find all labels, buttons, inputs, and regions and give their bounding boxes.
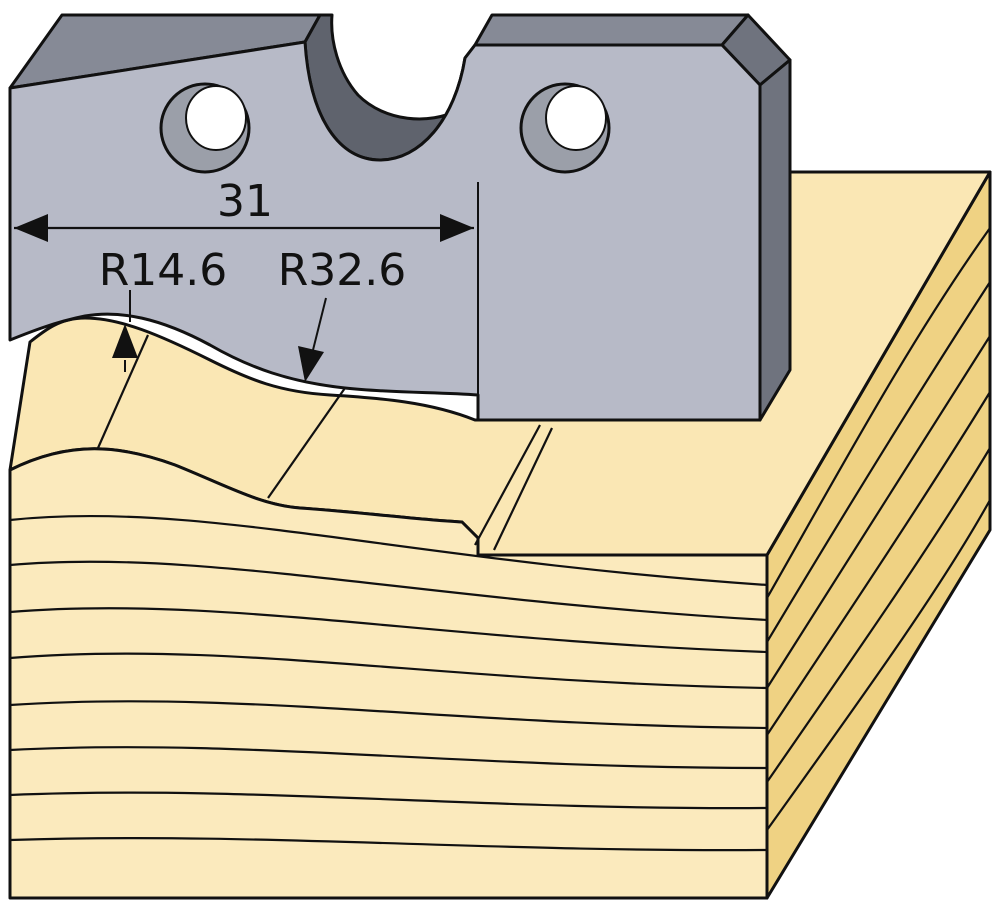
mounting-hole-left (159, 82, 251, 174)
wood-grain-side (766, 227, 991, 831)
wood-profile-edges (96, 334, 553, 551)
width-arrow-right (440, 214, 474, 242)
dimension-annotations: 31 R14.6 R32.6 (14, 176, 474, 382)
wood-front-face (8, 447, 769, 900)
width-dimension-label: 31 (217, 176, 273, 227)
width-arrow-left (14, 214, 48, 242)
blade-side-thickness (758, 58, 792, 422)
blade-top-bevel-right (473, 13, 750, 47)
profile-blade (8, 13, 792, 422)
radius-small-arrow (112, 324, 138, 358)
radius-large-label: R32.6 (278, 245, 407, 296)
radius-large-arrow (298, 346, 324, 382)
wood-grain-front (9, 514, 768, 852)
mounting-hole-right (519, 82, 611, 174)
radius-large-leader (312, 297, 327, 351)
radius-small-label: R14.6 (99, 245, 228, 296)
